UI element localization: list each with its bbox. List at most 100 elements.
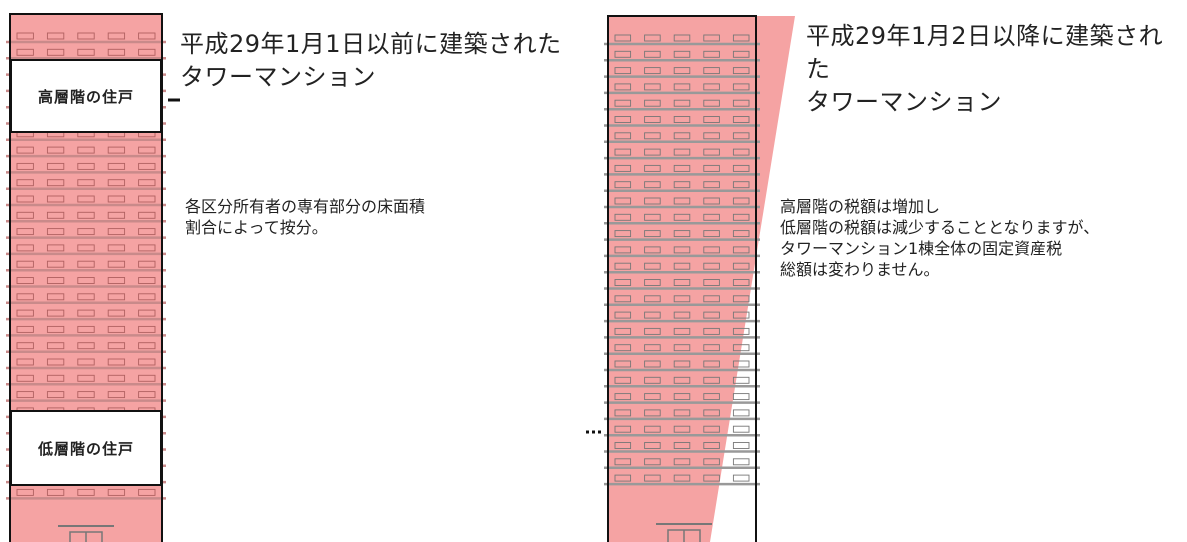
window: [77, 260, 95, 268]
window: [732, 474, 750, 482]
low-floor-unit-text: 低層階の住戸: [37, 439, 134, 458]
window: [703, 230, 720, 238]
window: [46, 228, 65, 236]
window: [46, 48, 65, 56]
window: [138, 146, 156, 154]
window: [732, 181, 750, 189]
right-tower-entrance: [656, 523, 712, 542]
window: [138, 342, 156, 350]
window: [46, 260, 65, 268]
window: [614, 197, 632, 205]
window: [673, 344, 691, 352]
window: [46, 342, 65, 350]
window: [107, 325, 126, 333]
window: [703, 458, 720, 466]
window: [138, 32, 156, 40]
window: [703, 50, 720, 58]
window: [673, 213, 691, 221]
window: [16, 325, 34, 333]
window: [77, 195, 95, 203]
window: [614, 376, 632, 384]
window: [138, 211, 156, 219]
window: [46, 162, 65, 170]
window: [614, 262, 632, 270]
window: [107, 211, 126, 219]
window: [732, 360, 750, 368]
window: [732, 132, 750, 140]
window: [614, 50, 632, 58]
window: [732, 197, 750, 205]
window: [77, 179, 95, 187]
window: [138, 488, 156, 496]
window: [107, 32, 126, 40]
window: [703, 376, 720, 384]
window: [107, 391, 126, 399]
low-floor-unit-label: 低層階の住戸: [10, 410, 162, 486]
window: [16, 228, 34, 236]
window: [732, 67, 750, 75]
window: [644, 393, 661, 401]
window: [673, 132, 691, 140]
window: [77, 244, 95, 252]
window: [644, 67, 661, 75]
window: [614, 409, 632, 417]
right-tower: [586, 15, 795, 542]
window: [46, 277, 65, 284]
window: [614, 213, 632, 221]
window: [644, 262, 661, 270]
window: [77, 146, 95, 154]
window: [16, 374, 34, 382]
window: [703, 34, 720, 42]
window: [673, 197, 691, 205]
window: [644, 442, 661, 449]
window: [16, 277, 34, 284]
window: [138, 48, 156, 56]
right-tower-outline: [607, 15, 757, 542]
window: [732, 83, 750, 91]
window: [673, 442, 691, 449]
window: [732, 34, 750, 42]
window: [614, 246, 632, 254]
window: [138, 179, 156, 187]
window: [107, 48, 126, 56]
window: [732, 327, 750, 335]
window: [673, 376, 691, 384]
window: [614, 360, 632, 368]
window: [138, 260, 156, 268]
window: [673, 67, 691, 75]
window: [703, 246, 720, 254]
window: [614, 311, 632, 319]
left-description: 各区分所有者の専有部分の床面積 割合によって按分。: [185, 197, 426, 237]
high-floor-unit-label: 高層階の住戸: [10, 59, 162, 133]
window: [138, 309, 156, 317]
window: [732, 50, 750, 58]
window: [46, 293, 65, 301]
window: [107, 358, 126, 366]
window: [138, 228, 156, 236]
window: [644, 360, 661, 368]
window: [46, 358, 65, 366]
window: [614, 116, 632, 123]
window: [732, 311, 750, 319]
window: [644, 50, 661, 58]
window: [644, 246, 661, 254]
window: [614, 67, 632, 75]
window: [644, 425, 661, 433]
window: [46, 244, 65, 252]
window: [16, 358, 34, 366]
window: [703, 132, 720, 140]
window: [16, 32, 34, 40]
window: [644, 213, 661, 221]
window: [673, 295, 691, 303]
window: [673, 279, 691, 286]
window: [614, 230, 632, 238]
window: [77, 488, 95, 496]
window: [673, 425, 691, 433]
window: [703, 311, 720, 319]
window: [46, 374, 65, 382]
window: [16, 342, 34, 350]
window: [107, 146, 126, 154]
window: [614, 393, 632, 401]
window: [673, 311, 691, 319]
window: [703, 262, 720, 270]
